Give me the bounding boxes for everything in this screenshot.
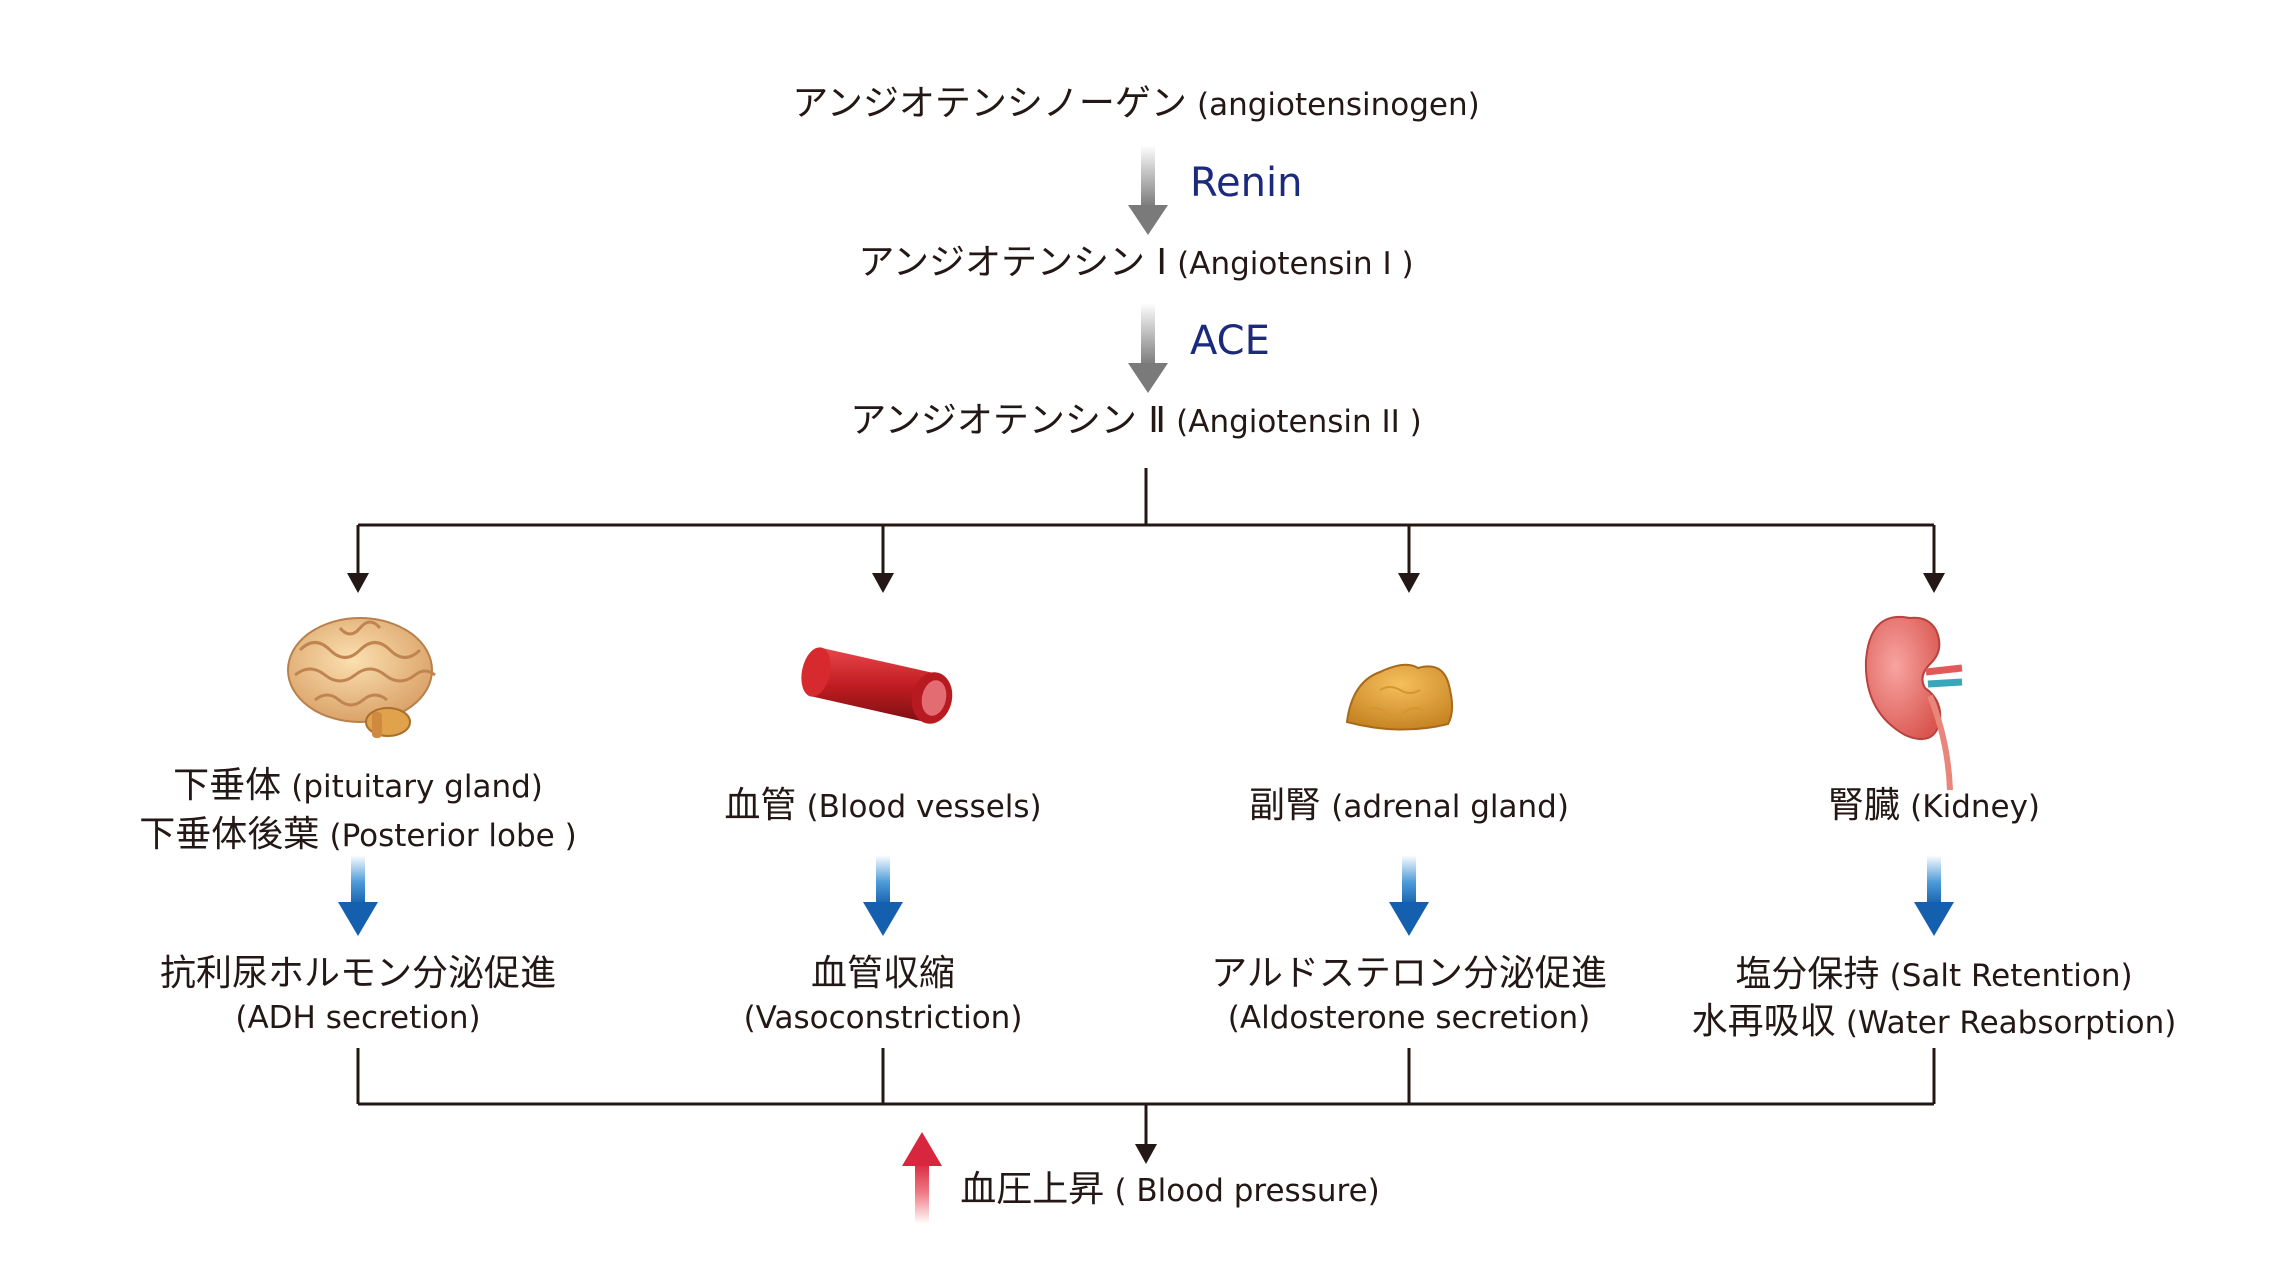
branch-connector — [356, 468, 1936, 575]
posterior-lobe-line: 下垂体後葉 (Posterior lobe ) — [139, 811, 576, 860]
pituitary-line1: 下垂体 (pituitary gland) — [139, 762, 576, 811]
kidney-effect-arrow — [1914, 855, 1954, 936]
brain-icon — [287, 617, 436, 738]
pituitary-effect: 抗利尿ホルモン分泌促進 (ADH secretion) — [160, 952, 556, 1040]
adrenal-effect: アルドステロン分泌促進 (Aldosterone secretion) — [1211, 952, 1607, 1040]
posterior-lobe-en: (Posterior lobe ) — [329, 818, 577, 854]
salt-retention-line: 塩分保持 (Salt Retention) — [1692, 952, 2177, 999]
adh-effect-jp: 抗利尿ホルモン分泌促進 — [159, 953, 557, 994]
angiotensin1-jp: アンジオテンシン Ⅰ — [858, 242, 1168, 283]
kidney-label: 腎臓 (Kidney) — [1828, 786, 2040, 827]
blood-pressure-label: 血圧上昇 ( Blood pressure) — [960, 1170, 1379, 1211]
adh-effect-en: (ADH secretion) — [235, 1000, 481, 1036]
vasoconstriction-en: (Vasoconstriction) — [743, 1000, 1023, 1036]
vasoconstriction-jp: 血管収縮 — [810, 953, 956, 994]
merge-arrowhead — [1135, 1144, 1157, 1164]
blood-pressure-en: ( Blood pressure) — [1114, 1173, 1380, 1209]
water-reabsorption-line: 水再吸収 (Water Reabsorption) — [1692, 999, 2177, 1046]
angiotensin2-jp: アンジオテンシン Ⅱ — [850, 400, 1166, 441]
pituitary-effect-arrow — [338, 855, 378, 936]
kidney-en: (Kidney) — [1910, 789, 2041, 825]
blood-vessel-icon — [801, 647, 953, 724]
vessels-effect: 血管収縮 (Vasoconstriction) — [744, 952, 1023, 1040]
posterior-lobe-jp: 下垂体後葉 — [139, 814, 320, 855]
water-reabsorption-jp: 水再吸収 — [1691, 1001, 1836, 1042]
pituitary-label: 下垂体 (pituitary gland) 下垂体後葉 (Posterior l… — [139, 762, 576, 860]
angiotensin1-label: アンジオテンシン Ⅰ (Angiotensin I ) — [858, 243, 1413, 284]
angiotensinogen-label: アンジオテンシノーゲン (angiotensinogen) — [792, 84, 1479, 125]
angiotensinogen-jp: アンジオテンシノーゲン — [792, 83, 1187, 124]
branch-arrowheads — [347, 573, 1945, 593]
pituitary-en: (pituitary gland) — [291, 769, 543, 805]
vessels-effect-arrow — [863, 855, 903, 936]
blood-pressure-jp: 血圧上昇 — [960, 1169, 1105, 1210]
angiotensin2-en: (Angiotensin II ) — [1176, 404, 1422, 440]
blood-pressure-up-arrow — [902, 1132, 942, 1224]
vessels-label: 血管 (Blood vessels) — [724, 786, 1041, 827]
ace-arrow — [1128, 303, 1168, 393]
adrenal-label: 副腎 (adrenal gland) — [1249, 786, 1569, 827]
aldosterone-effect-jp: アルドステロン分泌促進 — [1211, 953, 1607, 994]
renin-arrow — [1128, 145, 1168, 235]
kidney-effect: 塩分保持 (Salt Retention) 水再吸収 (Water Reabso… — [1692, 952, 2177, 1046]
adrenal-gland-icon — [1345, 663, 1454, 731]
adrenal-jp: 副腎 — [1249, 785, 1322, 826]
aldosterone-effect-en: (Aldosterone secretion) — [1227, 1000, 1591, 1036]
angiotensin2-label: アンジオテンシン Ⅱ (Angiotensin II ) — [850, 401, 1421, 442]
adrenal-effect-arrow — [1389, 855, 1429, 936]
angiotensin1-en: (Angiotensin I ) — [1177, 246, 1414, 282]
vessels-en: (Blood vessels) — [806, 789, 1042, 825]
adrenal-en: (adrenal gland) — [1331, 789, 1569, 825]
merge-connector — [356, 1048, 1936, 1146]
vessels-jp: 血管 — [724, 785, 797, 826]
kidney-icon — [1864, 615, 1963, 791]
kidney-jp: 腎臓 — [1827, 785, 1900, 826]
renin-label: Renin — [1190, 160, 1303, 206]
salt-retention-jp: 塩分保持 — [1735, 954, 1880, 995]
ace-label: ACE — [1190, 318, 1270, 364]
salt-retention-en: (Salt Retention) — [1889, 958, 2133, 994]
water-reabsorption-en: (Water Reabsorption) — [1845, 1005, 2177, 1041]
angiotensinogen-en: (angiotensinogen) — [1196, 87, 1480, 123]
pituitary-jp: 下垂体 — [173, 765, 282, 806]
